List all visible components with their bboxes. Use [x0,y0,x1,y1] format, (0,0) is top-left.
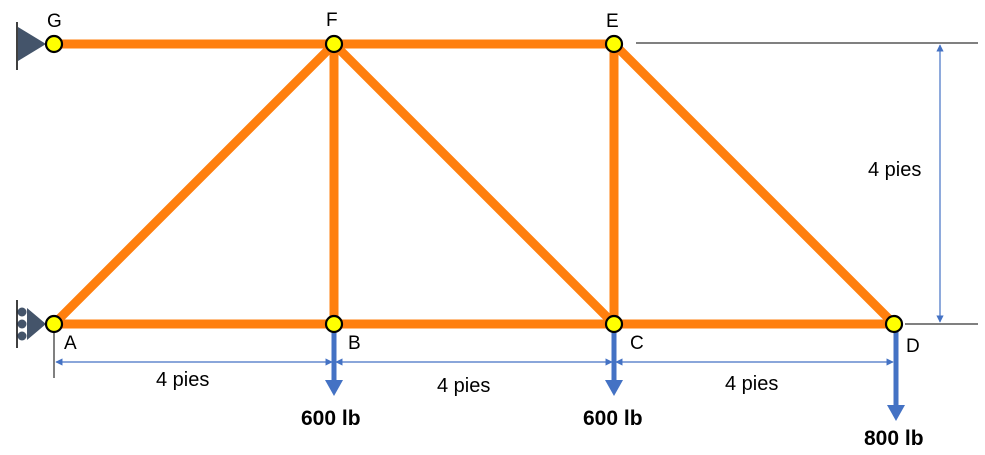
joint-d [884,314,904,334]
joint-c [604,314,624,334]
roller-support-a [16,300,46,348]
joint-b [324,314,344,334]
roller-wheel-icon [17,319,27,329]
load-arrows [325,328,905,421]
joint-labels: G F E A B C D [47,10,920,357]
joint-g [44,34,64,54]
member-af [49,39,339,329]
joint-e [604,34,624,54]
pin-support-g [16,22,46,70]
dimension-label-height: 4 pies [868,159,921,181]
roller-support-icon [27,308,46,340]
dimension-lines [55,44,944,366]
joint-label-c: C [630,333,644,354]
dimension-labels: 4 pies 4 pies 4 pies 4 pies [156,159,921,397]
roller-wheel-icon [17,307,27,317]
load-arrow-d [887,328,905,421]
joints [44,34,904,334]
joint-a [44,314,64,334]
member-fc [329,39,619,329]
truss-members [49,39,899,329]
load-label-c: 600 lb [583,407,643,430]
joint-label-e: E [606,11,619,32]
load-arrow-c [605,328,623,396]
joint-label-g: G [47,11,62,32]
roller-wheel-icon [17,331,27,341]
dimension-label-cd: 4 pies [725,373,778,395]
joint-label-b: B [348,333,361,354]
pin-support-icon [18,27,46,61]
joint-f [324,34,344,54]
member-ed [609,39,899,329]
joint-label-f: F [326,10,338,31]
load-label-b: 600 lb [301,407,361,430]
joint-label-d: D [906,336,920,357]
dimension-label-ab: 4 pies [156,369,209,391]
joint-label-a: A [64,333,77,354]
dimension-extension-lines [53,42,978,378]
dimension-label-bc: 4 pies [437,375,490,397]
load-arrow-b [325,328,343,396]
load-labels: 600 lb 600 lb 800 lb [301,407,924,450]
load-label-d: 800 lb [864,427,924,450]
